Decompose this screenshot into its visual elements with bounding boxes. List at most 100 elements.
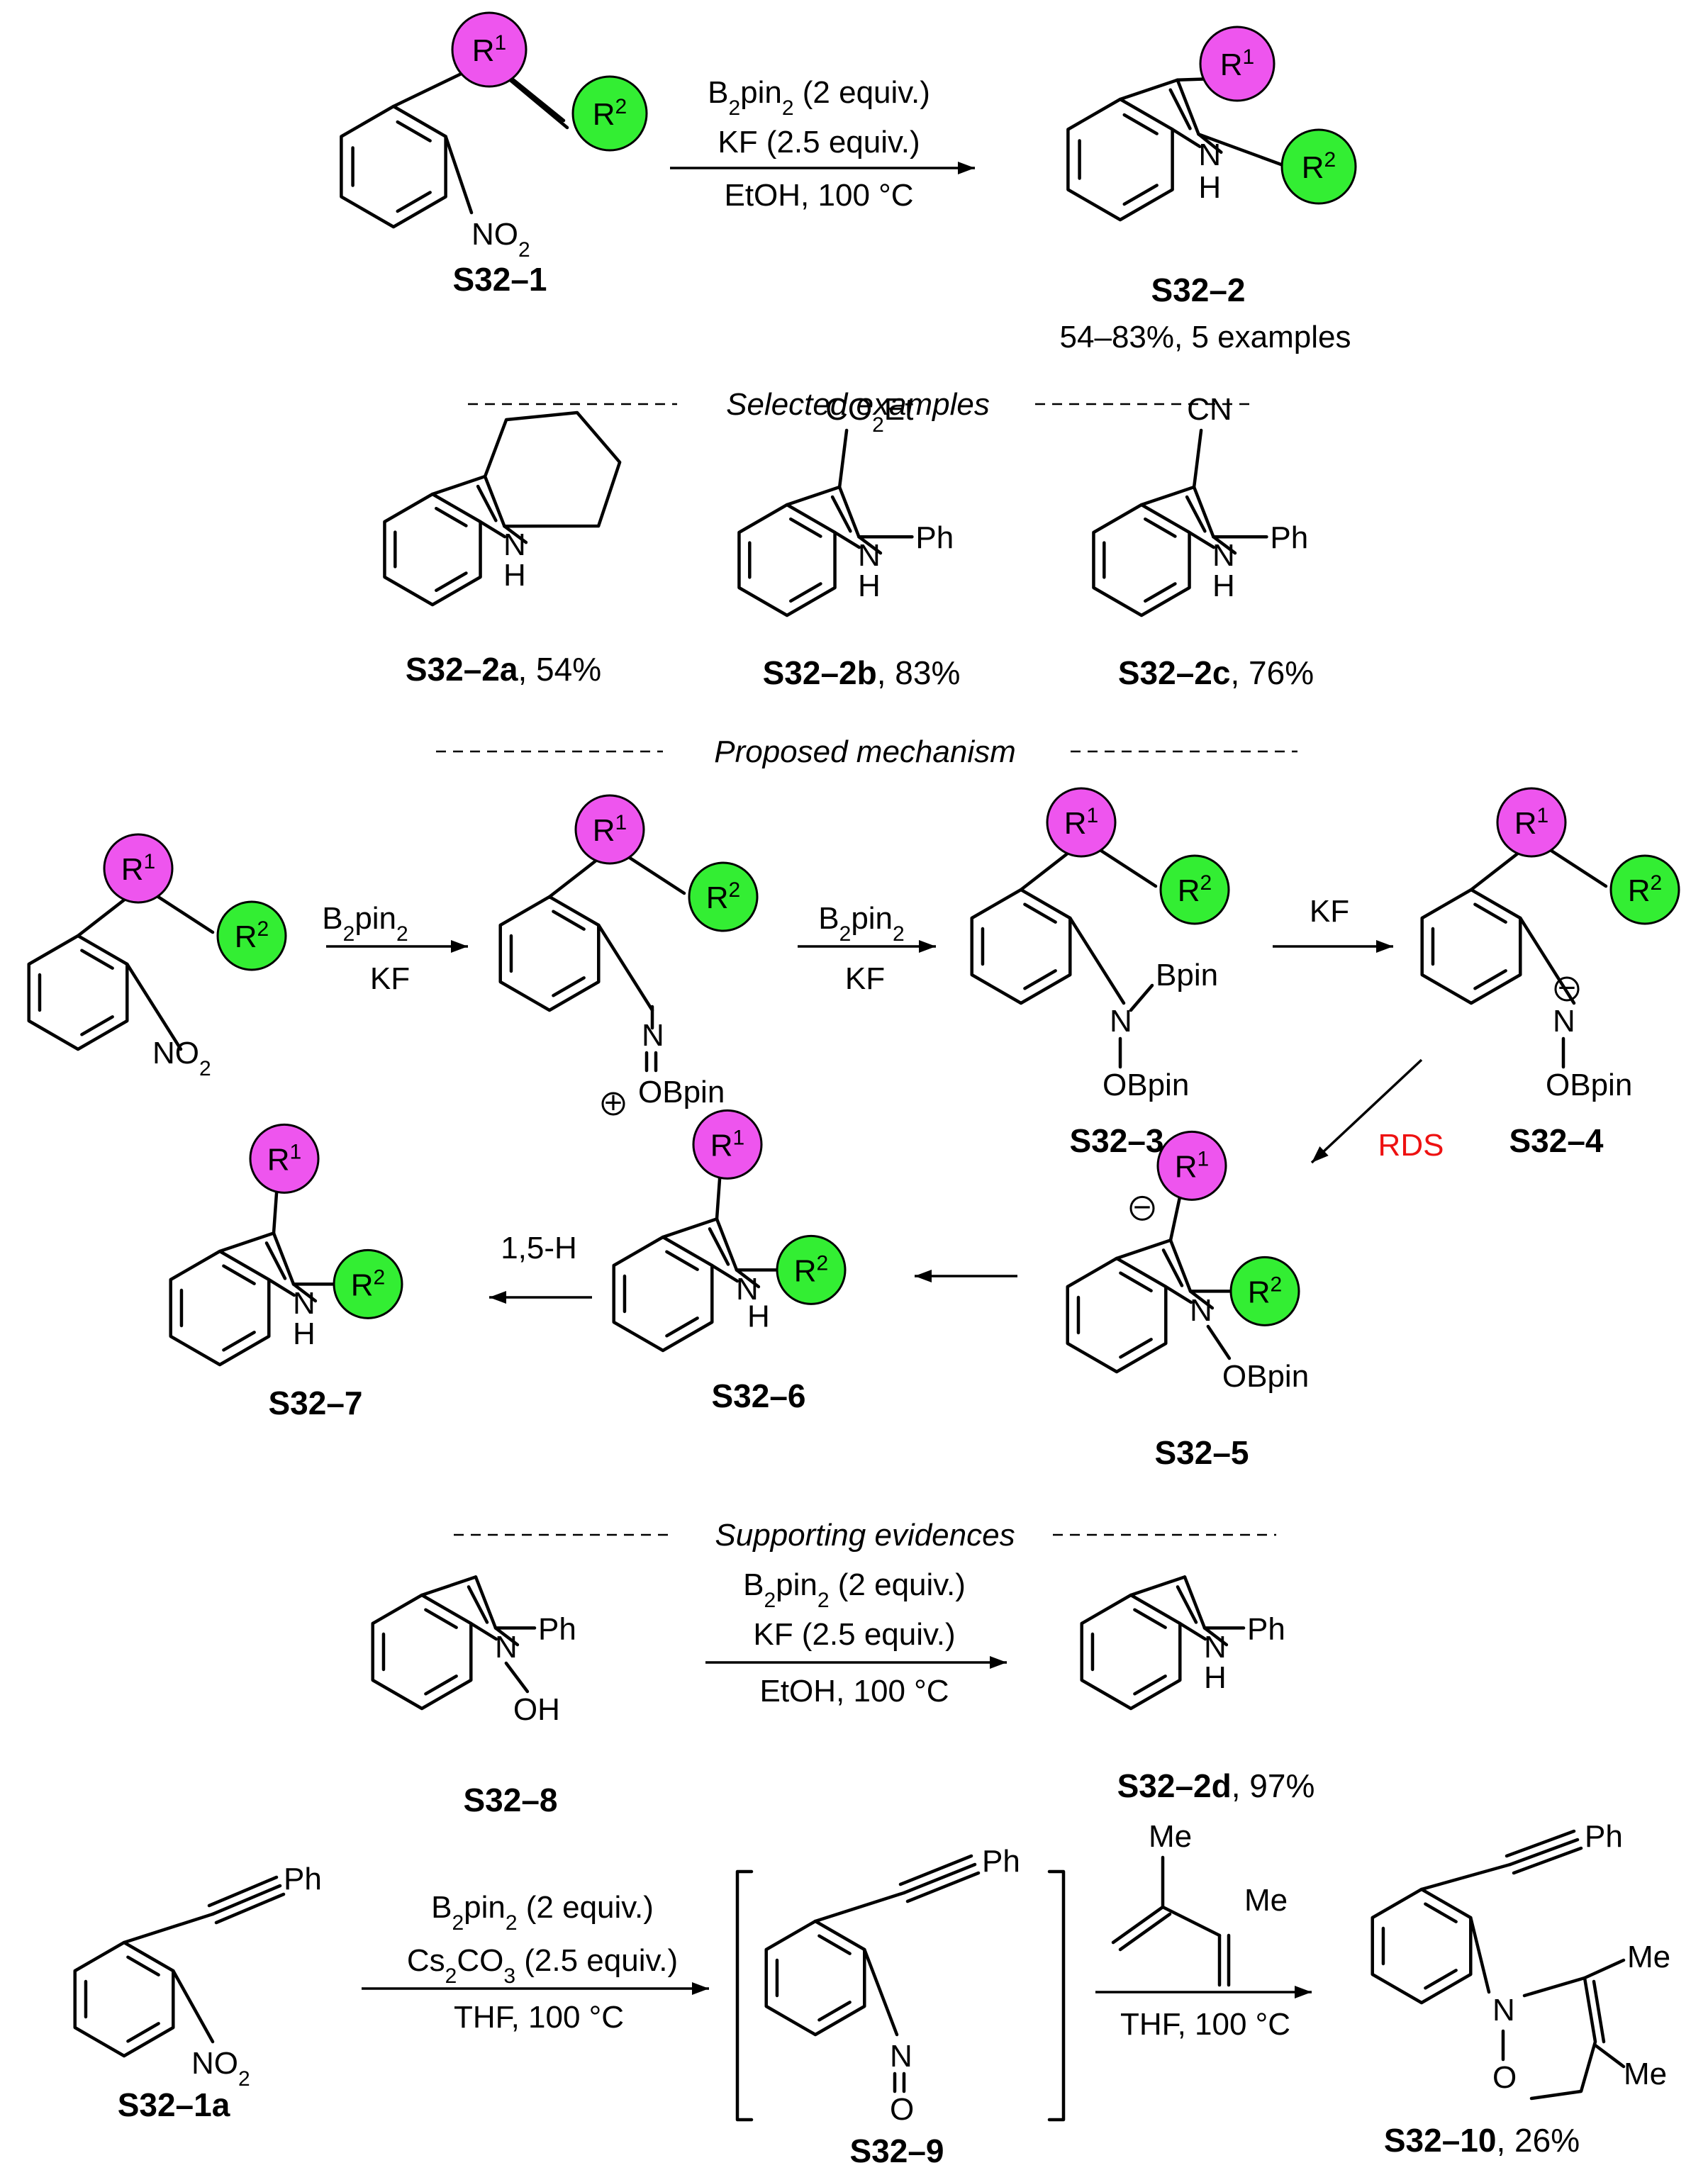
benzene-ring <box>498 895 601 1012</box>
compound-label-s32-6: S32–6 <box>711 1377 805 1414</box>
example-s32-2a: S32–2a, 54% <box>406 651 601 688</box>
text-span: 2 <box>1324 148 1336 172</box>
text-span: OH <box>513 1692 560 1727</box>
bond-line <box>1119 1271 1153 1292</box>
benzene-ring <box>27 934 129 1051</box>
text-span: 2 <box>199 1057 211 1080</box>
text-span: 1 <box>290 1140 302 1163</box>
text-span: O <box>1492 2060 1517 2095</box>
text-span: EtOH, 100 °C <box>724 178 913 213</box>
bond-line <box>214 1892 286 1925</box>
bond-line <box>789 582 822 603</box>
text-span: B <box>431 1890 452 1925</box>
hydroxyl-group: OH <box>513 1692 560 1727</box>
r2-group-circle <box>1229 1256 1300 1326</box>
bond-line <box>125 962 183 1051</box>
section-title-selected: Selected examples <box>726 387 990 422</box>
arrowhead <box>451 940 468 953</box>
obpin-group: OBpin <box>1546 1068 1632 1102</box>
arrowhead <box>489 1291 506 1304</box>
r2-label: R2 <box>794 1251 828 1289</box>
r2-label: R2 <box>1178 871 1212 909</box>
benzene-ring <box>371 1593 473 1711</box>
bond-line <box>1115 1239 1173 1260</box>
bond-line <box>1176 1585 1198 1624</box>
text-span: R <box>706 880 729 915</box>
bond-line <box>467 1585 489 1624</box>
bracket-left <box>735 1869 754 2122</box>
bond-line <box>1168 1239 1193 1293</box>
bond-line <box>424 1674 458 1696</box>
benzene-ring <box>340 104 447 229</box>
bond-line <box>503 524 528 544</box>
bond-line <box>1111 1905 1165 1945</box>
bond-line <box>597 923 654 1012</box>
text-span: (2.5 equiv.) <box>515 1943 678 1978</box>
r1-label: R1 <box>121 850 155 888</box>
text-span: Me <box>1149 1819 1192 1854</box>
text-span: R <box>351 1268 374 1302</box>
r1-group-circle <box>1199 26 1276 102</box>
carbanion-charge <box>1129 1195 1155 1221</box>
text-span: 2 <box>893 922 905 946</box>
text-span: B <box>322 901 342 936</box>
methyl-group: Me <box>1244 1883 1288 1918</box>
text-span: N <box>1212 538 1235 573</box>
r1-group-circle <box>1046 787 1117 858</box>
bond-line <box>126 2022 160 2043</box>
bond-line <box>122 1912 215 1945</box>
bracket-right <box>1047 1869 1066 2122</box>
reagent-kf: KF (2.5 equiv.) <box>718 125 920 160</box>
text-span: 2 <box>817 1251 829 1275</box>
text-span: R <box>1248 1275 1271 1309</box>
text-span: S32–5 <box>1154 1434 1249 1471</box>
section-title-evidences: Supporting evidences <box>715 1518 1015 1553</box>
text-span: R <box>1178 873 1200 908</box>
bond-line <box>493 1626 520 1647</box>
benzene-ring <box>383 492 482 607</box>
bond-line <box>1164 1285 1193 1304</box>
r2-label: R2 <box>235 917 269 955</box>
text-span: R <box>235 919 257 954</box>
bond-line <box>1129 1575 1187 1597</box>
r1-label: R1 <box>1175 1147 1209 1185</box>
ester-group: CO2Et <box>825 392 913 437</box>
text-span: − <box>1133 1190 1151 1224</box>
text-span: 1 <box>615 811 627 834</box>
nitrogen-atom: N <box>858 538 881 573</box>
text-span: Supporting evidences <box>715 1518 1015 1553</box>
text-span: R <box>1220 47 1243 82</box>
obpin-group: OBpin <box>1222 1359 1309 1394</box>
bond-line <box>211 1884 282 1916</box>
nitrogen-atom: N <box>890 2039 912 2074</box>
bond-line <box>1192 485 1215 539</box>
minus-sign: − <box>1558 971 1576 1005</box>
bond-line <box>1118 1912 1172 1952</box>
nh-hydrogen: H <box>293 1316 316 1351</box>
text-span: 2 <box>764 1589 776 1612</box>
bond-line <box>1212 535 1237 555</box>
text-span: EtOH, 100 °C <box>759 1674 949 1709</box>
text-span: Me <box>1624 2057 1667 2091</box>
text-span: H <box>747 1299 770 1333</box>
r1-group-circle <box>1496 787 1567 858</box>
text-span: Bpin <box>1156 958 1218 993</box>
text-span: Ph <box>538 1611 576 1646</box>
text-span: S32–3 <box>1069 1122 1163 1159</box>
text-span: 1 <box>733 1126 745 1149</box>
bond-line <box>1419 1862 1512 1891</box>
product-s32-2d: S32–2d, 97% <box>1117 1767 1315 1804</box>
text-span: S32–4 <box>1509 1122 1603 1159</box>
bond-line <box>435 571 468 593</box>
methyl-group: Me <box>1624 2057 1667 2091</box>
bond-line <box>1473 969 1507 990</box>
text-span: OBpin <box>638 1075 725 1109</box>
text-span: 2 <box>817 1589 830 1612</box>
oxygen-atom: O <box>1492 2060 1517 2095</box>
example-s32-2b: S32–2b, 83% <box>763 654 961 691</box>
bond-line <box>1592 1979 1606 2044</box>
text-span: Selected examples <box>726 387 990 422</box>
bond-line <box>1593 2043 1626 2069</box>
r1-label: R1 <box>1220 45 1254 83</box>
